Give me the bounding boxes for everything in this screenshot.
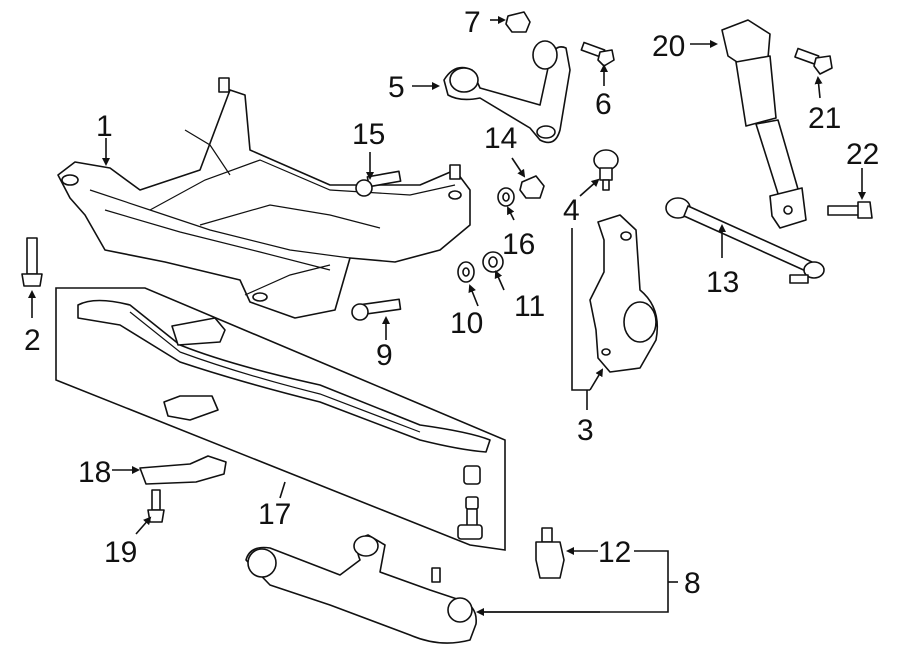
upper-control-arm — [443, 40, 571, 144]
callout-8: 8 — [684, 567, 701, 600]
stabilizer-bushing-upper — [171, 317, 226, 346]
crossmember — [57, 77, 471, 319]
shock-absorber — [721, 19, 807, 229]
washer-16 — [497, 187, 515, 207]
callout-14: 14 — [484, 122, 517, 155]
bracket-bolt — [147, 489, 165, 523]
stabilizer-link — [457, 465, 483, 540]
lower-arm-bolt — [351, 298, 402, 321]
lower-shock-bolt — [827, 201, 873, 219]
callout-22: 22 — [846, 138, 879, 171]
callout-18: 18 — [78, 456, 111, 489]
nut-14 — [519, 175, 545, 199]
callout-5: 5 — [388, 71, 405, 104]
crossmember-bolt — [21, 237, 43, 287]
callout-17: 17 — [258, 498, 291, 531]
callout-7: 7 — [464, 6, 481, 39]
callout-2: 2 — [24, 324, 41, 357]
callout-6: 6 — [595, 88, 612, 121]
lower-control-arm — [245, 534, 477, 644]
callout-12: 12 — [598, 536, 631, 569]
steering-knuckle — [589, 214, 659, 373]
washer-10 — [457, 261, 475, 283]
callout-19: 19 — [104, 536, 137, 569]
crossmember-upper-bolt — [355, 170, 402, 197]
stabilizer-bushing-lower — [163, 395, 219, 421]
stabilizer-bracket — [139, 455, 227, 485]
upper-arm-bolt — [580, 41, 615, 67]
callout-10: 10 — [450, 307, 483, 340]
callout-21: 21 — [808, 102, 841, 135]
callout-20: 20 — [652, 30, 685, 63]
callout-4: 4 — [563, 194, 580, 227]
callout-11: 11 — [514, 290, 545, 323]
tie-rod — [665, 197, 825, 284]
callout-13: 13 — [706, 266, 739, 299]
upper-arm-nut — [505, 11, 531, 33]
callout-3: 3 — [577, 414, 594, 447]
shock-bolt — [794, 47, 833, 75]
stabilizer-bar — [77, 299, 491, 453]
bushing-11 — [482, 251, 504, 273]
callout-16: 16 — [502, 228, 535, 261]
callout-1: 1 — [96, 110, 113, 143]
callout-15: 15 — [352, 118, 385, 151]
lower-ball-joint — [535, 527, 565, 579]
callout-9: 9 — [376, 339, 393, 372]
upper-ball-joint — [593, 149, 619, 191]
